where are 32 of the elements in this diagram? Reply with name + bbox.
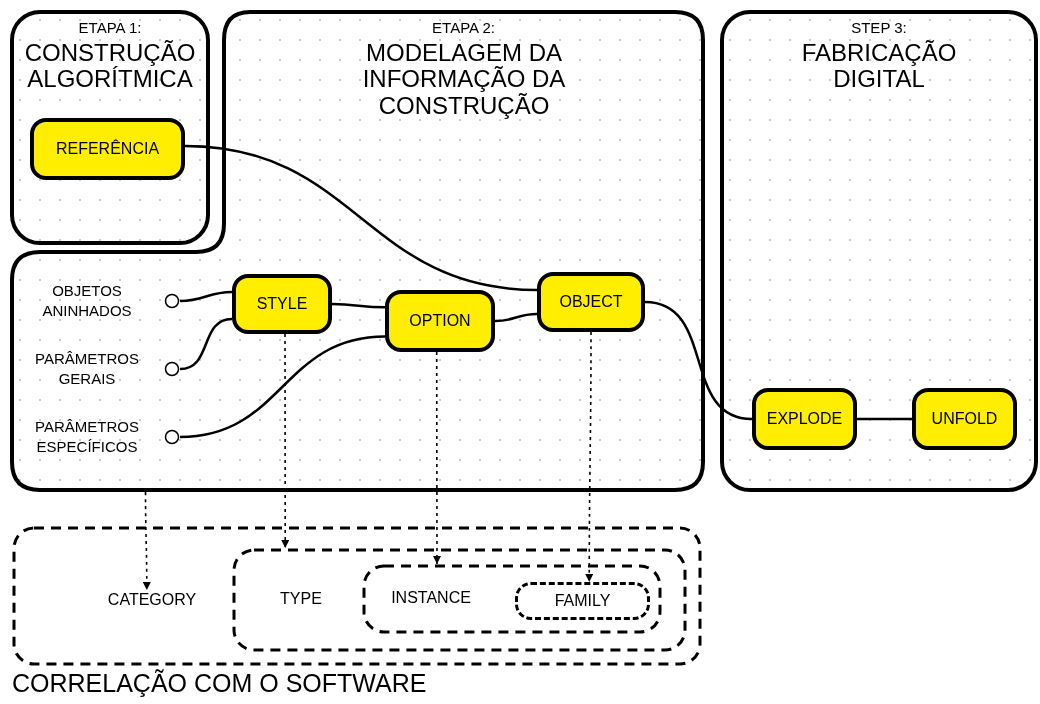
stage-title: FABRICAÇÃO DIGITAL — [800, 40, 958, 93]
group-label: INSTANCE — [390, 589, 472, 607]
input-label: PARÂMETROS ESPECÍFICOS — [34, 417, 140, 457]
connector — [857, 417, 912, 421]
connector — [332, 302, 385, 309]
component-box: EXPLODE — [752, 388, 857, 450]
connector — [179, 317, 233, 371]
connector — [179, 335, 386, 439]
step-label: STEP 3: — [850, 20, 908, 37]
component-box: UNFOLD — [912, 388, 1017, 450]
step-label: ETAPA 2: — [431, 20, 496, 37]
step-label: ETAPA 1: — [77, 20, 143, 37]
connector — [179, 290, 233, 303]
dashed-box: FAMILY — [515, 582, 650, 620]
input-label: OBJETOS ANINHADOS — [41, 281, 133, 321]
group-label: TYPE — [279, 590, 323, 608]
component-box: REFERÊNCIA — [30, 118, 185, 180]
component-box: STYLE — [232, 274, 332, 334]
stage-title: CONSTRUÇÃO ALGORÍTMICA — [23, 40, 197, 93]
connector — [644, 300, 753, 421]
connector — [184, 144, 538, 292]
stage-title: MODELAGEM DA INFORMAÇÃO DA CONSTRUÇÃO — [361, 40, 567, 120]
dotted-arrow — [585, 331, 594, 583]
group-caption: CORRELAÇÃO COM O SOFTWARE — [12, 670, 428, 698]
dotted-arrow — [142, 491, 151, 591]
group-label: CATEGORY — [100, 590, 204, 612]
connector — [494, 312, 538, 323]
input-label: PARÂMETROS GERAIS — [34, 349, 140, 389]
component-box: OPTION — [385, 290, 495, 352]
dotted-arrow — [281, 333, 290, 549]
component-box: OBJECT — [537, 272, 645, 332]
dotted-arrow — [433, 351, 441, 565]
